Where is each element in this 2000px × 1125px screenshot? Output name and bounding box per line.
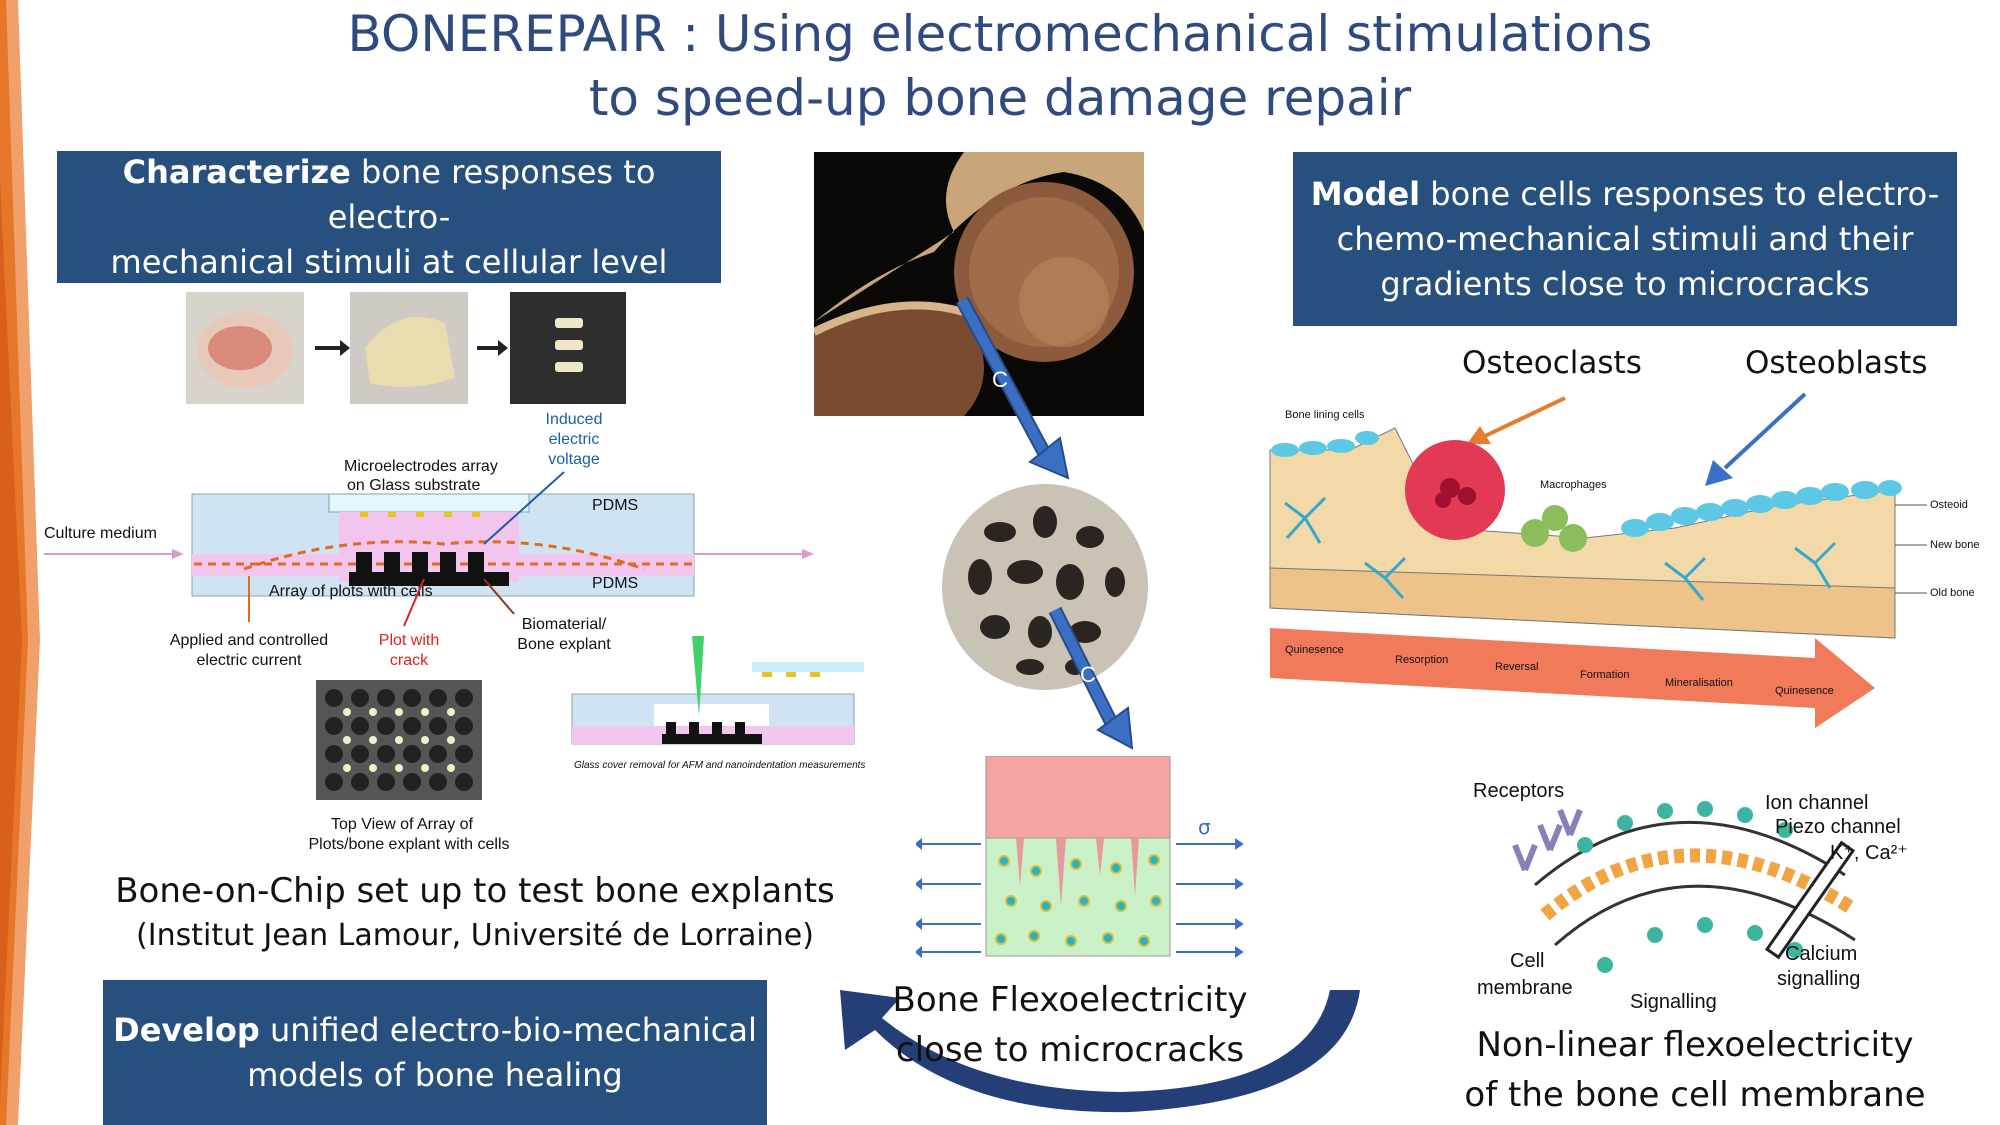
arrow-hip-to-trabecular: C	[955, 296, 1070, 480]
top-view-label-1: Top View of Array of	[331, 816, 474, 833]
glass-cover	[752, 662, 864, 672]
osteoblasts-label: Osteoblasts	[1745, 345, 1928, 381]
title-line-1: BONEREPAIR : Using electromechanical sti…	[347, 5, 1653, 63]
induced-voltage-label-3: voltage	[548, 451, 600, 468]
page-title: BONEREPAIR : Using electromechanical sti…	[250, 2, 1750, 130]
curved-return-arrow	[840, 990, 1360, 1113]
bone-lining-label: Bone lining cells	[1285, 409, 1365, 421]
sample-preparation-photos	[186, 292, 626, 404]
microelectrodes-label-1: Microelectrodes array	[344, 458, 498, 475]
pdms-top-label: PDMS	[592, 497, 638, 514]
culture-medium-label: Culture medium	[44, 525, 157, 542]
glass-cover-label: Glass cover removal for AFM and nanoinde…	[574, 760, 865, 771]
old-bone-label: Old bone	[1930, 587, 1975, 599]
applied-current-label-1: Applied and controlled	[170, 632, 328, 649]
phase-arrow	[1270, 628, 1875, 728]
induced-voltage-label-1: Induced	[546, 411, 603, 428]
plot-crack-label-2: crack	[390, 652, 429, 669]
cell-membrane-label-1: Cell	[1510, 950, 1544, 972]
macrophages-label: Macrophages	[1540, 479, 1607, 491]
membrane-outer	[1534, 821, 1846, 887]
membrane-caption-line1: Non-linear flexoelectricity	[1476, 1025, 1914, 1065]
membrane-inner	[1554, 884, 1856, 947]
osteoblast-pointer	[1723, 392, 1807, 470]
flexo-schematic: σ	[916, 756, 1244, 959]
svg-text:C: C	[992, 367, 1008, 392]
osteoclast-pointer	[1484, 396, 1566, 438]
piezo-channel-label: Piezo channel	[1775, 816, 1901, 838]
applied-current-label-2: electric current	[197, 652, 302, 669]
top-view-label-2: Plots/bone explant with cells	[309, 836, 510, 853]
biomaterial-label-1: Biomaterial/	[522, 616, 607, 633]
osteoid-label: Osteoid	[1930, 499, 1968, 511]
bone-remodeling-diagram: Bone lining cells Macrophages Osteoid Ne…	[1269, 392, 1980, 728]
membrane-caption: Non-linear flexoelectricity of the bone …	[1425, 1020, 1965, 1120]
phase-1: Quinesence	[1285, 644, 1344, 656]
model-line2: chemo-mechanical stimuli and their	[1336, 219, 1914, 258]
characterize-bold: Characterize	[122, 152, 351, 191]
phase-6: Quinesence	[1775, 685, 1834, 697]
flexo-caption-line1: Bone Flexoelectricity	[892, 980, 1248, 1020]
develop-box: Develop unified electro-bio-mechanical m…	[103, 980, 767, 1125]
characterize-line2: mechanical stimuli at cellular level	[110, 242, 668, 281]
induced-voltage-label-2: electric	[549, 431, 600, 448]
chip-caption-line1: Bone-on-Chip set up to test bone explant…	[115, 871, 835, 911]
side-accent-ribbon	[0, 0, 40, 1125]
receptors-label: Receptors	[1473, 780, 1564, 802]
characterize-box: Characterize bone responses to electro- …	[57, 151, 721, 283]
ion-channel-label: Ion channel	[1765, 792, 1868, 814]
phase-4: Formation	[1580, 669, 1630, 681]
afm-tip	[692, 636, 704, 716]
chip-caption: Bone-on-Chip set up to test bone explant…	[60, 868, 890, 958]
plot-array-base	[349, 572, 509, 586]
plot-crack-label-1: Plot with	[379, 632, 439, 649]
chip-caption-line2: (Institut Jean Lamour, Université de Lor…	[136, 918, 814, 953]
flexo-caption: Bone Flexoelectricity close to microcrac…	[860, 975, 1280, 1075]
flexo-caption-line2: close to microcracks	[895, 1030, 1245, 1070]
signalling-label: Signalling	[1630, 991, 1717, 1013]
cell-membrane-label-2: membrane	[1477, 977, 1573, 999]
characterize-line1: bone responses to electro-	[327, 152, 656, 236]
microelectrodes-label-2: on Glass substrate	[347, 477, 481, 494]
bone-on-chip-schematic: Induced electric voltage Microelectrodes…	[44, 404, 894, 864]
title-line-2: to speed-up bone damage repair	[588, 69, 1412, 127]
glass-substrate	[328, 493, 530, 513]
develop-line2: models of bone healing	[247, 1055, 623, 1094]
develop-bold: Develop	[113, 1010, 260, 1049]
calcium-label-1: Calcium	[1785, 943, 1857, 965]
arrow-trabecular-to-flexo: C	[1048, 606, 1134, 750]
develop-line1: unified electro-bio-mechanical	[259, 1010, 757, 1049]
flexo-bottom-block	[985, 837, 1171, 957]
connector-arrows: C C	[955, 296, 1134, 750]
trabecular-bone-image	[942, 484, 1148, 690]
svg-text:C: C	[1080, 662, 1096, 687]
ion-channel-tube	[1764, 840, 1856, 960]
cell-membrane-diagram: Receptors Ion channel Piezo channel K⁺, …	[1473, 780, 1908, 1013]
array-plots-label: Array of plots with cells	[269, 583, 433, 600]
osteoclasts-label: Osteoclasts	[1462, 345, 1642, 381]
biomaterial-label-2: Bone explant	[517, 636, 611, 653]
model-line1: bone cells responses to electro-	[1420, 174, 1940, 213]
pdms-bottom-label: PDMS	[592, 575, 638, 592]
model-line3: gradients close to microcracks	[1380, 264, 1870, 303]
phase-2: Resorption	[1395, 654, 1448, 666]
model-box: Model bone cells responses to electro- c…	[1293, 152, 1957, 326]
new-bone-label: New bone	[1930, 539, 1980, 551]
electrode-plots	[356, 512, 484, 574]
sigma-label: σ	[1198, 815, 1211, 839]
phase-5: Mineralisation	[1665, 677, 1733, 689]
hip-bone-photo	[814, 152, 1144, 416]
membrane-caption-line2: of the bone cell membrane	[1464, 1075, 1926, 1115]
flexo-top-block	[985, 756, 1171, 839]
model-bold: Model	[1310, 174, 1421, 213]
ions-label: K⁺, Ca²⁺	[1830, 842, 1908, 864]
phase-3: Reversal	[1495, 661, 1538, 673]
calcium-label-2: signalling	[1777, 968, 1860, 990]
